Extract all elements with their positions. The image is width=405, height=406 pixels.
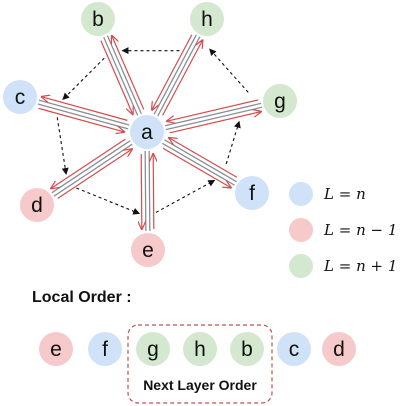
node-circle	[3, 80, 37, 114]
node-e: e	[131, 233, 165, 267]
local-order-sequence: e f g h b c d	[39, 332, 356, 366]
edge-line	[153, 34, 197, 115]
next-layer-order-label: Next Layer Order	[143, 377, 257, 393]
node-h: h	[190, 2, 224, 36]
order-item-b: b	[230, 332, 264, 366]
node-circle	[131, 233, 165, 267]
return-red-arrow	[100, 40, 133, 115]
traversal-arrow	[225, 120, 241, 165]
return-red-arrow	[57, 149, 132, 199]
node-circle	[81, 2, 115, 36]
edge-line	[106, 35, 142, 115]
legend-label: L = n	[323, 185, 366, 203]
traversal-arrow	[76, 187, 141, 215]
legend-label: L = n − 1	[323, 221, 397, 239]
order-item-f: f	[88, 332, 122, 366]
node-label: c	[15, 86, 26, 109]
legend-item: L = n − 1	[289, 218, 397, 242]
node-circle	[20, 188, 54, 222]
node-label: f	[249, 182, 255, 205]
node-d: d	[20, 188, 54, 222]
order-circle	[39, 332, 73, 366]
node-label: a	[141, 121, 153, 144]
edge-line	[157, 36, 201, 117]
edge-line	[51, 140, 131, 194]
local-order-title: Local Order :	[32, 289, 132, 306]
node-label: h	[201, 8, 213, 31]
order-item-c: c	[277, 332, 311, 366]
node-c: c	[3, 80, 37, 114]
node-a: a	[130, 115, 164, 149]
outgoing-red-arrow	[169, 112, 261, 134]
edge-line	[164, 139, 237, 183]
node-f: f	[235, 176, 269, 210]
legend-swatch	[289, 182, 313, 206]
outgoing-red-arrow	[141, 154, 142, 229]
order-label: c	[289, 338, 300, 361]
node-label: e	[142, 239, 154, 262]
outgoing-red-arrow	[162, 147, 231, 187]
node-circle	[190, 2, 224, 36]
order-label: f	[102, 338, 108, 361]
traversal-arrow	[209, 48, 249, 93]
traversal-arrows	[56, 47, 249, 215]
outgoing-red-arrow	[112, 36, 145, 110]
node-g: g	[263, 84, 297, 118]
order-label: g	[147, 338, 159, 361]
edge-line	[38, 99, 130, 126]
node-circle	[263, 84, 297, 118]
order-item-g: g	[136, 332, 170, 366]
edge-line	[162, 142, 235, 186]
order-circle	[183, 332, 217, 366]
legend: L = n L = n − 1 L = n + 1	[289, 182, 397, 278]
outgoing-red-arrow	[162, 40, 203, 116]
traversal-arrow	[155, 179, 216, 213]
order-item-e: e	[39, 332, 73, 366]
outgoing-red-arrow	[42, 97, 128, 121]
traversal-arrow	[56, 117, 69, 175]
order-label: d	[333, 338, 345, 361]
legend-label: L = n + 1	[323, 257, 397, 275]
traversal-arrow	[62, 57, 105, 101]
order-item-d: d	[322, 332, 356, 366]
order-item-h: h	[183, 332, 217, 366]
next-layer-group-box	[127, 324, 273, 404]
edge-line	[164, 102, 262, 127]
return-red-arrow	[38, 107, 125, 132]
order-circle	[88, 332, 122, 366]
edge-line	[144, 151, 147, 232]
return-red-arrow	[167, 99, 259, 121]
order-circle	[230, 332, 264, 366]
legend-item: L = n	[289, 182, 366, 206]
order-circle	[277, 332, 311, 366]
node-circle	[130, 115, 164, 149]
order-label: h	[194, 338, 206, 361]
node-label: b	[92, 8, 104, 31]
graph-edges	[37, 34, 263, 232]
edge-line	[148, 150, 151, 231]
outgoing-red-arrow	[51, 138, 126, 188]
order-label: b	[241, 338, 253, 361]
edge-line	[37, 103, 129, 130]
node-b: b	[81, 2, 115, 36]
order-circle	[136, 332, 170, 366]
node-label: d	[31, 194, 43, 217]
edge-line	[103, 36, 139, 116]
edge-line	[53, 143, 133, 197]
return-red-arrow	[152, 34, 193, 110]
legend-swatch	[289, 218, 313, 242]
node-circle	[235, 176, 269, 210]
edge-line	[165, 106, 263, 131]
node-label: g	[274, 90, 286, 113]
order-circle	[322, 332, 356, 366]
legend-swatch	[289, 254, 313, 278]
return-red-arrow	[153, 154, 154, 229]
order-label: e	[50, 338, 62, 361]
legend-item: L = n + 1	[289, 254, 397, 278]
return-red-arrow	[169, 138, 238, 178]
